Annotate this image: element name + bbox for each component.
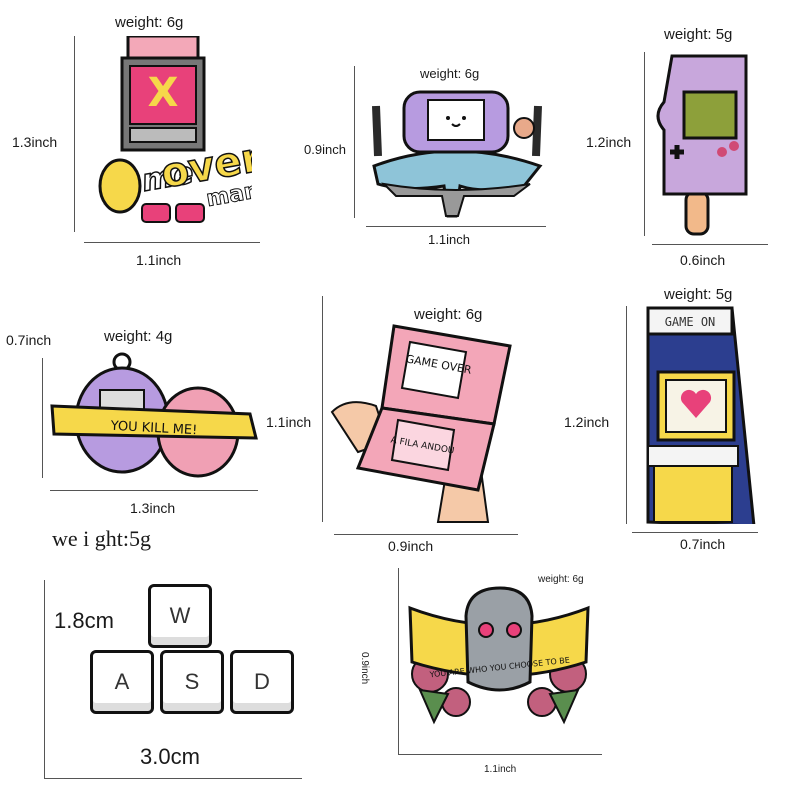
pin3-height: 1.2inch [586,134,632,150]
pin1-weight: weight: 6g [115,14,184,31]
pin-tamagotchi: YOU KILL ME! [50,350,258,478]
pin8-height-line [398,568,399,754]
pin-gameboy-popsicle [648,52,758,236]
key-d: D [230,650,294,714]
pin-game-over-man: X game over man [92,36,252,232]
pin2-height: 0.9inch [304,142,346,157]
pin7-height: 1.8cm [54,608,114,633]
pin6-width-line [632,532,758,533]
pin-nintendo-ds: GAME OVER A FILA ANDOU [328,322,512,524]
key-a: A [90,650,154,714]
pin-gameboy-advance [364,66,550,226]
tamagotchi-banner-text: YOU KILL ME! [109,419,197,439]
pin4-height-line [42,358,43,478]
pin-iron-giant: YOU ARE WHO YOU CHOOSE TO BE [404,586,594,738]
pin2-height-line [354,66,355,218]
pin4-width-line [50,490,258,491]
pin3-width: 0.6inch [680,252,726,268]
pin7-width: 3.0cm [140,744,200,769]
pin2-width: 1.1inch [428,232,470,247]
arcade-marquee-text: GAME ON [665,315,716,329]
pin3-height-line [644,52,645,236]
pin5-width: 0.9inch [388,538,434,554]
pin6-height-line [626,306,627,524]
pin6-weight: weight: 5g [664,286,733,303]
pin1-width-line [84,242,260,243]
pin3-weight: weight: 5g [664,26,733,43]
wasd-bottom-row: A S D [90,650,294,714]
pin6-width: 0.7inch [680,536,726,552]
pin8-width: 1.1inch [484,764,517,775]
pin3-width-line [652,244,768,245]
pin8-weight: weight: 6g [538,574,584,585]
wasd-top-row: W [148,584,212,648]
pin5-height-line [322,296,323,522]
pin1-width: 1.1inch [136,252,182,268]
key-s: S [160,650,224,714]
key-w: W [148,584,212,648]
pin1-height-line [74,36,75,232]
pin7-width-line [44,778,302,779]
svg-text:X: X [148,70,179,116]
pin2-width-line [366,226,546,227]
pin5-weight: weight: 6g [414,306,483,323]
pin6-height: 1.2inch [564,414,610,430]
pin8-height: 0.9inch [359,652,370,685]
pin8-width-line [398,754,602,755]
pin7-height-line [44,580,45,778]
pin-arcade-machine: GAME ON [634,306,760,524]
pin7-weight: we i ght:5g [52,526,151,551]
pin5-height: 1.1inch [266,414,312,430]
pin5-width-line [334,534,518,535]
pin1-height: 1.3inch [12,134,58,150]
pin4-height: 0.7inch [6,332,52,348]
pin4-weight: weight: 4g [104,328,173,345]
pin4-width: 1.3inch [130,500,176,516]
pin2-weight: weight: 6g [420,66,480,81]
